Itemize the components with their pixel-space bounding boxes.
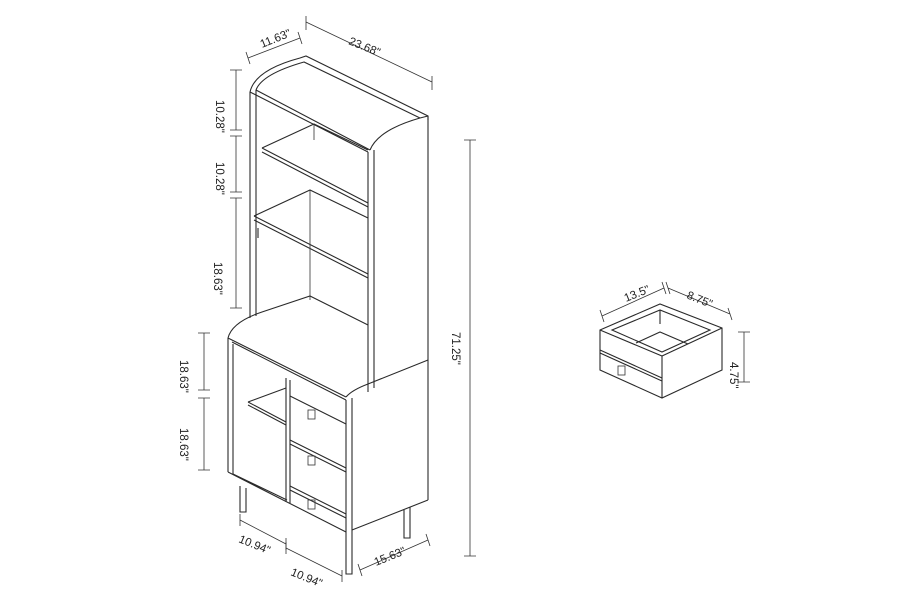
drawer-handle-2 [307,455,316,466]
drawer-front-stripes [599,349,663,382]
drawer-handle-1 [307,409,316,420]
base-left-side [227,338,234,474]
base-bottom [227,471,347,533]
counter-top [227,295,429,401]
drawer-3 [289,489,347,519]
drawer-inner [610,309,712,353]
base-open-shelf [247,387,287,426]
drawer-handle-3 [307,499,316,510]
dim-drawer-width: 13.5" [623,284,652,305]
dim-bottom-mid: 10.94" [289,567,324,590]
drawer-box [599,303,723,399]
dim-bottom-depth: 15.63" [373,545,408,568]
drawer-1 [289,395,347,469]
drawer-detail: 13.5" 8.75" 4.75" [599,281,750,399]
hutch-top [249,55,429,120]
dim-bottom-left: 10.94" [237,534,272,557]
upper-shelf-2 [253,189,369,279]
base-right-side [345,362,429,532]
hutch-back [309,124,315,300]
dim-shelf-2: 10.28" [213,162,225,195]
dim-width-top: 23.68" [347,36,382,59]
bookcase-drawing [227,55,429,575]
hutch-right-panel [367,115,429,392]
hutch-left-edge [249,90,257,318]
upper-shelf-1 [261,123,369,208]
dim-drawer-depth: 8.75" [685,290,714,311]
hutch-top-front [249,89,371,153]
dim-drawer-height: 4.75" [727,362,739,388]
dimension-labels: 11.63" 23.68" 10.28" 10.28" 18.63" 71.25… [177,28,461,590]
dim-lower-1: 18.63" [177,360,189,393]
dim-total-height: 71.25" [449,332,461,365]
drawer-2 [289,443,347,515]
dim-lower-2: 18.63" [177,428,189,461]
legs [239,486,411,575]
drawer-divider [285,378,291,503]
dim-shelf-3: 18.63" [211,262,223,295]
dim-shelf-1: 10.28" [213,100,225,133]
dimension-lines [198,16,476,582]
drawer-detail-handle [617,365,626,376]
